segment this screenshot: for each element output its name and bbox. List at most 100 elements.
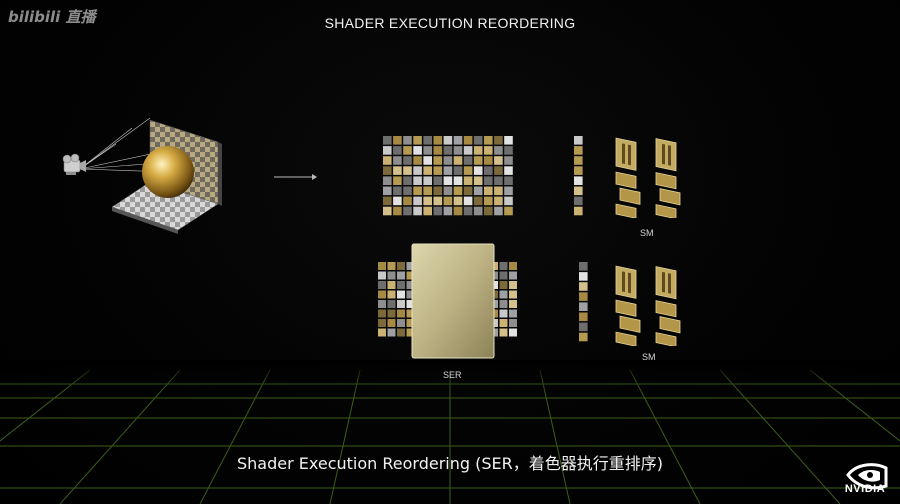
tile	[509, 271, 517, 280]
tile	[579, 272, 588, 281]
tile	[423, 196, 432, 206]
tile	[378, 281, 386, 289]
tile	[443, 156, 453, 165]
tile	[504, 176, 513, 185]
nvidia-eye-icon	[846, 463, 888, 490]
sm-block	[655, 332, 677, 346]
sm-core	[628, 144, 631, 166]
tile	[406, 328, 415, 337]
tile	[383, 176, 392, 185]
tile	[453, 196, 463, 206]
tile	[504, 186, 513, 196]
tile	[574, 166, 583, 175]
tile	[413, 156, 422, 165]
tile	[499, 328, 508, 337]
tile	[406, 319, 415, 327]
ser-label: SER	[443, 370, 462, 380]
tile	[393, 176, 402, 185]
tile	[423, 166, 432, 175]
tile	[574, 196, 583, 206]
tile	[423, 156, 432, 165]
tile	[579, 332, 588, 342]
tile	[443, 146, 453, 155]
tile	[423, 146, 432, 155]
tile	[504, 206, 513, 216]
tile	[463, 166, 473, 175]
tile	[494, 176, 503, 185]
tile	[413, 176, 422, 185]
tile	[484, 176, 493, 185]
sm-block	[615, 137, 637, 171]
tile	[406, 309, 415, 318]
tile	[383, 196, 392, 206]
tile	[433, 156, 443, 165]
tile	[433, 136, 443, 145]
tile	[406, 290, 415, 299]
tile	[378, 319, 386, 327]
tile	[463, 196, 473, 206]
tile	[473, 156, 483, 165]
tile	[494, 136, 503, 145]
tile	[453, 206, 463, 216]
tile	[403, 166, 412, 175]
tile	[453, 186, 463, 196]
tile	[473, 186, 483, 196]
tile	[387, 271, 396, 280]
tile	[443, 196, 453, 206]
tile	[499, 300, 508, 308]
tile	[579, 262, 588, 271]
tile	[413, 196, 422, 206]
ser-block	[411, 243, 495, 359]
tile	[484, 166, 493, 175]
tile	[499, 262, 508, 270]
sm-block	[655, 204, 677, 218]
tile	[443, 206, 453, 216]
incoherent-shader-grid	[383, 136, 513, 216]
tile	[393, 156, 402, 165]
warp-column-top	[574, 136, 583, 216]
tile	[463, 146, 473, 155]
tile	[453, 146, 463, 155]
tile	[484, 146, 493, 155]
tile	[504, 146, 513, 155]
tile	[504, 156, 513, 165]
tile	[574, 136, 583, 145]
tile	[504, 166, 513, 175]
sm-block	[655, 266, 677, 300]
tile	[393, 166, 402, 175]
sm-block	[615, 171, 637, 189]
tile	[499, 309, 508, 318]
tile	[433, 206, 443, 216]
tile	[484, 186, 493, 196]
tile	[484, 206, 493, 216]
tile	[494, 166, 503, 175]
sm-block	[619, 187, 641, 205]
sm-core	[662, 271, 665, 293]
tile	[393, 196, 402, 206]
tile	[443, 176, 453, 185]
tile	[509, 262, 517, 270]
arrow-right-icon	[274, 174, 317, 180]
tile	[397, 328, 405, 337]
tile	[433, 186, 443, 196]
sm-core	[662, 143, 665, 165]
tile	[494, 156, 503, 165]
sm-core	[622, 271, 625, 292]
slide-title: SHADER EXECUTION REORDERING	[324, 15, 576, 31]
tile	[378, 262, 386, 270]
sm-block	[615, 299, 637, 317]
tile	[383, 156, 392, 165]
sm-block	[659, 316, 681, 334]
tile	[403, 146, 412, 155]
sm-block	[655, 172, 677, 190]
tile	[378, 290, 386, 299]
tile	[443, 136, 453, 145]
tile	[378, 300, 386, 308]
tile	[406, 262, 415, 270]
tile	[406, 300, 415, 308]
tile	[494, 196, 503, 206]
tile	[387, 309, 396, 318]
tile	[397, 309, 405, 318]
tile	[574, 146, 583, 155]
